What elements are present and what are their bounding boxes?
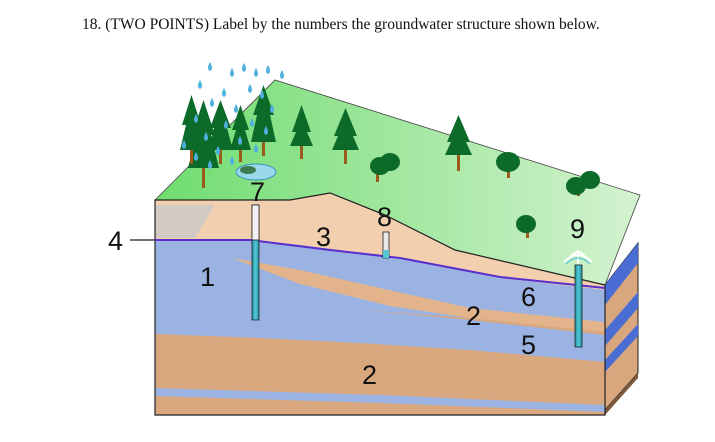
tree-icon [332,108,359,164]
label-7: 7 [250,177,265,207]
tree-icon [208,100,233,164]
label-8: 8 [377,202,392,232]
raindrop-icon [182,140,186,149]
rain-drops [182,62,284,169]
raindrop-icon [260,90,264,99]
tree-icon [496,152,520,178]
tree-icon [370,153,400,182]
aquifer-upper [155,240,605,320]
block-front-face [154,192,606,416]
raindrop-icon [224,120,228,129]
label-2-bottom: 2 [362,360,377,390]
raindrop-icon [204,132,208,141]
raindrop-icon [264,126,268,135]
raindrop-icon [208,160,212,169]
raindrop-icon [208,62,212,71]
unsaturated-zone [155,193,605,290]
label-3: 3 [316,222,331,252]
tree-icon [230,105,251,162]
tree-icon [251,85,276,156]
raindrop-icon [250,118,254,127]
label-9: 9 [570,214,585,244]
conifer-trees [180,85,472,188]
tree-icon [445,115,472,171]
well-7 [251,204,260,321]
confined-aquifer [155,300,605,362]
raindrop-icon [254,68,258,77]
raindrop-icon [216,146,220,155]
label-1: 1 [200,262,215,292]
raindrop-icon [270,104,274,113]
label-5: 5 [521,330,536,360]
raindrop-icon [194,114,198,123]
tree-icon [290,105,313,159]
raindrop-icon [248,84,252,93]
aquitard-lens [232,258,605,332]
raindrop-icon [230,68,234,77]
label-4: 4 [108,226,123,256]
raindrop-icon [242,63,246,72]
tree-icon [180,95,203,164]
raindrop-icon [194,152,198,161]
tree-icon [566,171,600,196]
question-text: 18. (TWO POINTS) Label by the numbers th… [82,16,600,33]
raindrop-icon [222,88,226,97]
label-2-right: 2 [466,301,481,331]
raindrop-icon [266,65,270,74]
tree-icon [188,100,219,188]
pond [235,163,277,181]
tree-icon [516,215,536,238]
label-6: 6 [521,282,536,312]
raindrop-icon [210,98,214,107]
raindrop-icon [280,70,284,79]
raindrop-icon [230,156,234,165]
raindrop-icon [198,80,202,89]
raindrop-icon [234,104,238,113]
water-table-line [155,239,606,289]
round-trees [370,152,600,238]
raindrop-icon [254,144,258,153]
raindrop-icon [238,136,242,145]
well-9 [563,250,593,348]
block-side-face [604,241,639,415]
fountain-icon [563,250,593,264]
well-8 [382,231,390,259]
